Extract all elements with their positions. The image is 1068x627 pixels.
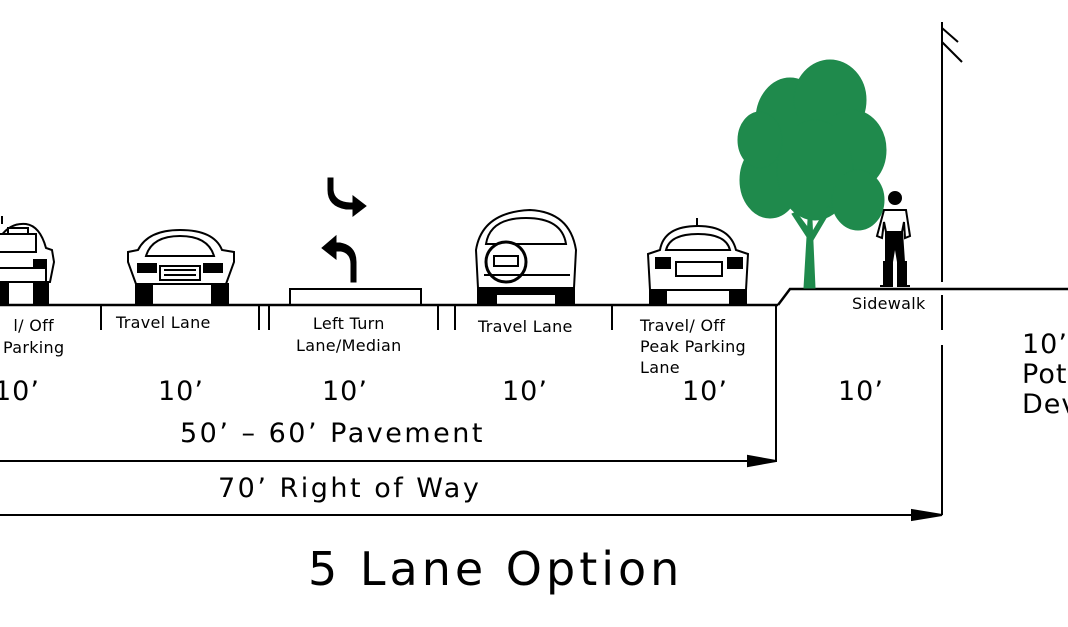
label-line: Left Turn [312,314,385,333]
right-of-way-label: 70’ Right of Way [218,473,482,504]
label-line: Dev [1022,389,1068,420]
tree-icon [737,59,887,289]
label-line: Lane [640,358,680,377]
lane-width: 10’ [0,376,40,407]
lane-label-travel-2: Travel Lane [478,319,573,335]
label-line: l/ Off [13,316,54,335]
lane-width: 10’ [158,376,204,407]
lane-width: 10’ [682,376,728,407]
lane-width: 10’ [322,376,368,407]
right-of-way-post [941,22,963,515]
sidewalk-width: 10’ [838,376,884,407]
right-of-way-dimension-line [0,508,943,522]
label-line: 10’ [1022,329,1068,360]
label-line: Parking [3,338,65,357]
lane-label-parking: l/ Off Parking [3,315,64,359]
development-label: 10’ Pot Dev [1022,330,1068,420]
lane-label-median: Left Turn Lane/Median [296,313,402,357]
page-title: 5 Lane Option [308,542,684,596]
car-icon [127,228,235,305]
car-icon [646,218,750,305]
lane-label-peak-parking: Travel/ Off Peak Parking Lane [640,315,746,378]
turn-arrow-icon [321,177,367,283]
label-line: Travel Lane [478,317,573,336]
lane-dividers [100,295,943,462]
median-curb [289,288,422,306]
lane-label-travel-1: Travel Lane [116,315,211,331]
car-icon [0,216,56,305]
suv-icon [474,208,578,305]
label-line: Travel/ Off [640,316,726,335]
label-line: Peak Parking [640,337,746,356]
sidewalk-label: Sidewalk [852,294,926,313]
pavement-label: 50’ – 60’ Pavement [180,418,485,449]
pedestrian-icon [875,191,912,287]
lane-width: 10’ [502,376,548,407]
label-line: Travel Lane [116,313,211,332]
label-line: Pot [1022,359,1068,390]
pavement-dimension-line [0,454,777,468]
label-line: Lane/Median [296,336,402,355]
